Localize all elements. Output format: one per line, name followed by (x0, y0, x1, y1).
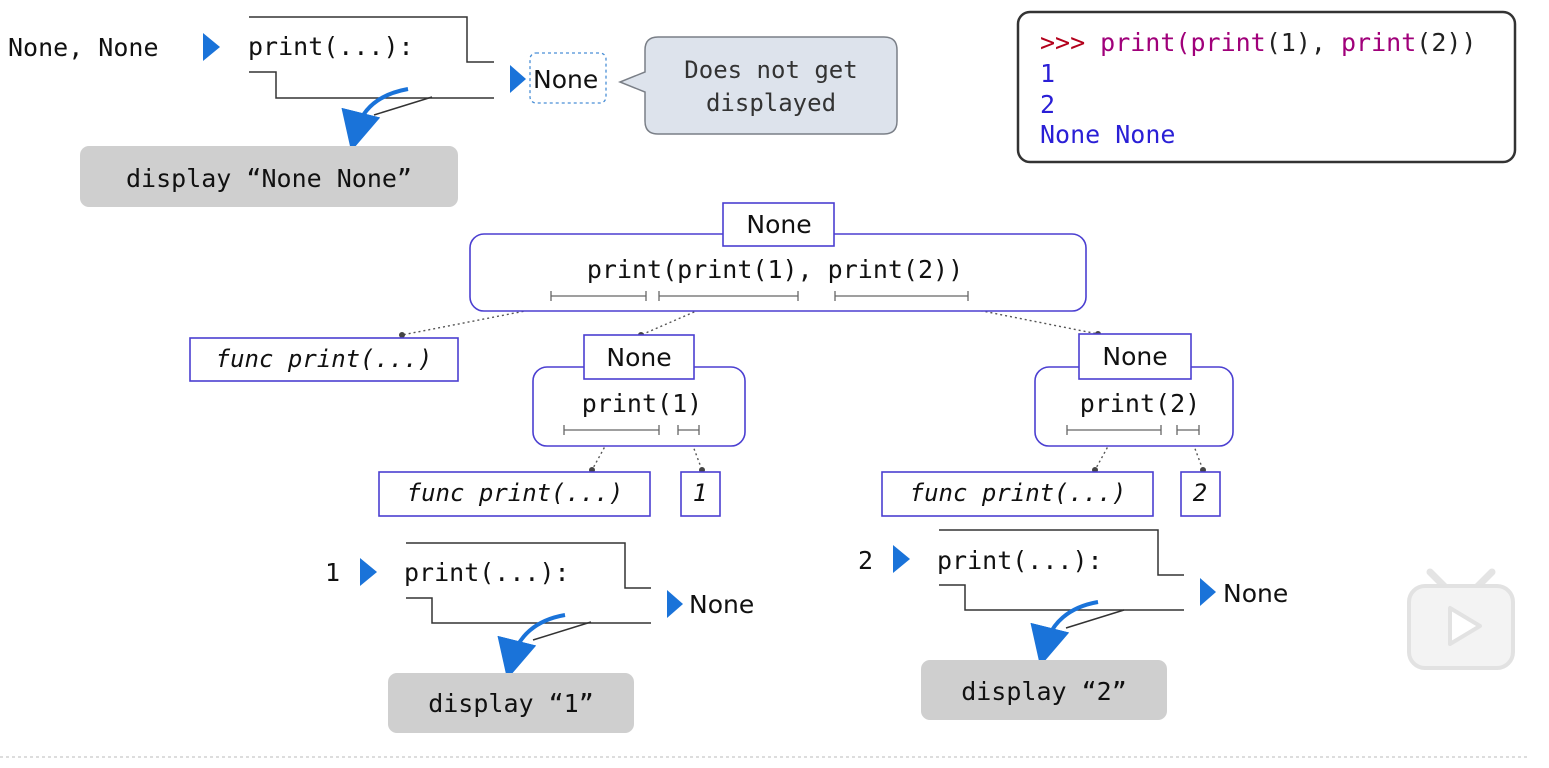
right-call-frame-top (939, 529, 1184, 576)
root-value-box (722, 202, 835, 247)
left-operator-box (378, 471, 651, 517)
left-brackets (563, 425, 700, 435)
top-curved-arrow-icon (341, 87, 409, 152)
left-operator: func print(...) (407, 479, 624, 507)
callout-line-1: Does not get (684, 56, 857, 84)
root-value: None (746, 210, 811, 239)
right-return-value: None (1223, 579, 1288, 608)
right-display-text: display “2” (961, 677, 1127, 706)
root-expr: print(print(1), print(2)) (587, 255, 963, 284)
root-operator: func print(...) (216, 345, 433, 373)
right-operand-box (1180, 471, 1221, 517)
top-call-frame-top (249, 16, 494, 63)
left-return-value: None (689, 590, 754, 619)
terminal-frame (1016, 10, 1517, 164)
right-call-group: 2 print(...): None display “2” (858, 529, 1288, 720)
top-display-text: display “None None” (126, 164, 412, 193)
terminal-command-line: >>>print(print(1), print(2)) (1040, 28, 1476, 57)
right-brackets (1066, 425, 1200, 435)
left-display-box (388, 673, 634, 733)
right-curved-arrow-icon (1030, 600, 1099, 667)
expression-tree: None print(print(1), print(2)) func prin… (189, 202, 1234, 517)
left-call-args: 1 (325, 558, 340, 587)
callout-bubble (617, 36, 898, 135)
top-display-box (80, 146, 458, 207)
right-operator-box (881, 471, 1154, 517)
top-return-value: None (533, 65, 598, 94)
left-call-separator (532, 621, 592, 641)
top-call-separator (373, 96, 433, 116)
terminal-cmd-part-3: (1), (1266, 28, 1341, 57)
root-operator-box (189, 337, 459, 382)
callout-line-2: displayed (706, 89, 836, 117)
right-operator: func print(...) (910, 479, 1127, 507)
right-operand: 2 (1193, 479, 1207, 507)
top-call-signature: print(...): (248, 32, 414, 61)
right-call-frame-bottom (939, 584, 1184, 611)
left-call-frame-bottom (406, 597, 651, 624)
left-operand-box (680, 471, 721, 517)
right-call-signature: print(...): (937, 546, 1103, 575)
terminal-prompt: >>> (1040, 28, 1085, 57)
terminal-output-1: 1 (1040, 59, 1055, 88)
left-value-box (583, 334, 695, 380)
bilibili-tv-icon (1407, 568, 1515, 670)
terminal-cmd-part-2: print (1190, 28, 1265, 57)
left-call-arrow-icon (360, 558, 377, 586)
left-call-signature: print(...): (404, 558, 570, 587)
terminal-output-2: 2 (1040, 90, 1055, 119)
top-call-group: None, None print(...): None Does not get… (8, 16, 898, 207)
left-call-group: 1 print(...): None display “1” (325, 542, 754, 733)
top-call-arrow-icon (203, 33, 220, 61)
right-expr: print(2) (1080, 389, 1200, 418)
left-expr: print(1) (582, 389, 702, 418)
left-display-text: display “1” (428, 689, 594, 718)
right-display-box (921, 660, 1167, 720)
left-value: None (606, 343, 671, 372)
top-return-highlight (529, 52, 607, 104)
terminal-cmd-part-5: (2)) (1416, 28, 1476, 57)
left-operand: 1 (693, 479, 707, 507)
terminal-cmd-part-1: print( (1100, 28, 1190, 57)
right-call-args: 2 (858, 546, 873, 575)
terminal-panel: >>>print(print(1), print(2)) 1 2 None No… (1016, 10, 1517, 164)
right-value: None (1102, 342, 1167, 371)
top-call-args: None, None (8, 33, 159, 62)
root-brackets (550, 291, 969, 301)
right-call-separator (1065, 609, 1125, 629)
right-call-arrow-icon (893, 545, 910, 573)
top-return-arrow-icon (510, 65, 526, 93)
left-return-arrow-icon (667, 590, 683, 618)
terminal-output-3: None None (1040, 120, 1175, 149)
top-call-frame-bottom (249, 71, 494, 99)
terminal-cmd-part-4: print (1341, 28, 1416, 57)
right-value-box (1078, 333, 1192, 380)
left-curved-arrow-icon (497, 613, 566, 680)
right-return-arrow-icon (1200, 578, 1216, 606)
left-call-frame-top (406, 542, 651, 589)
